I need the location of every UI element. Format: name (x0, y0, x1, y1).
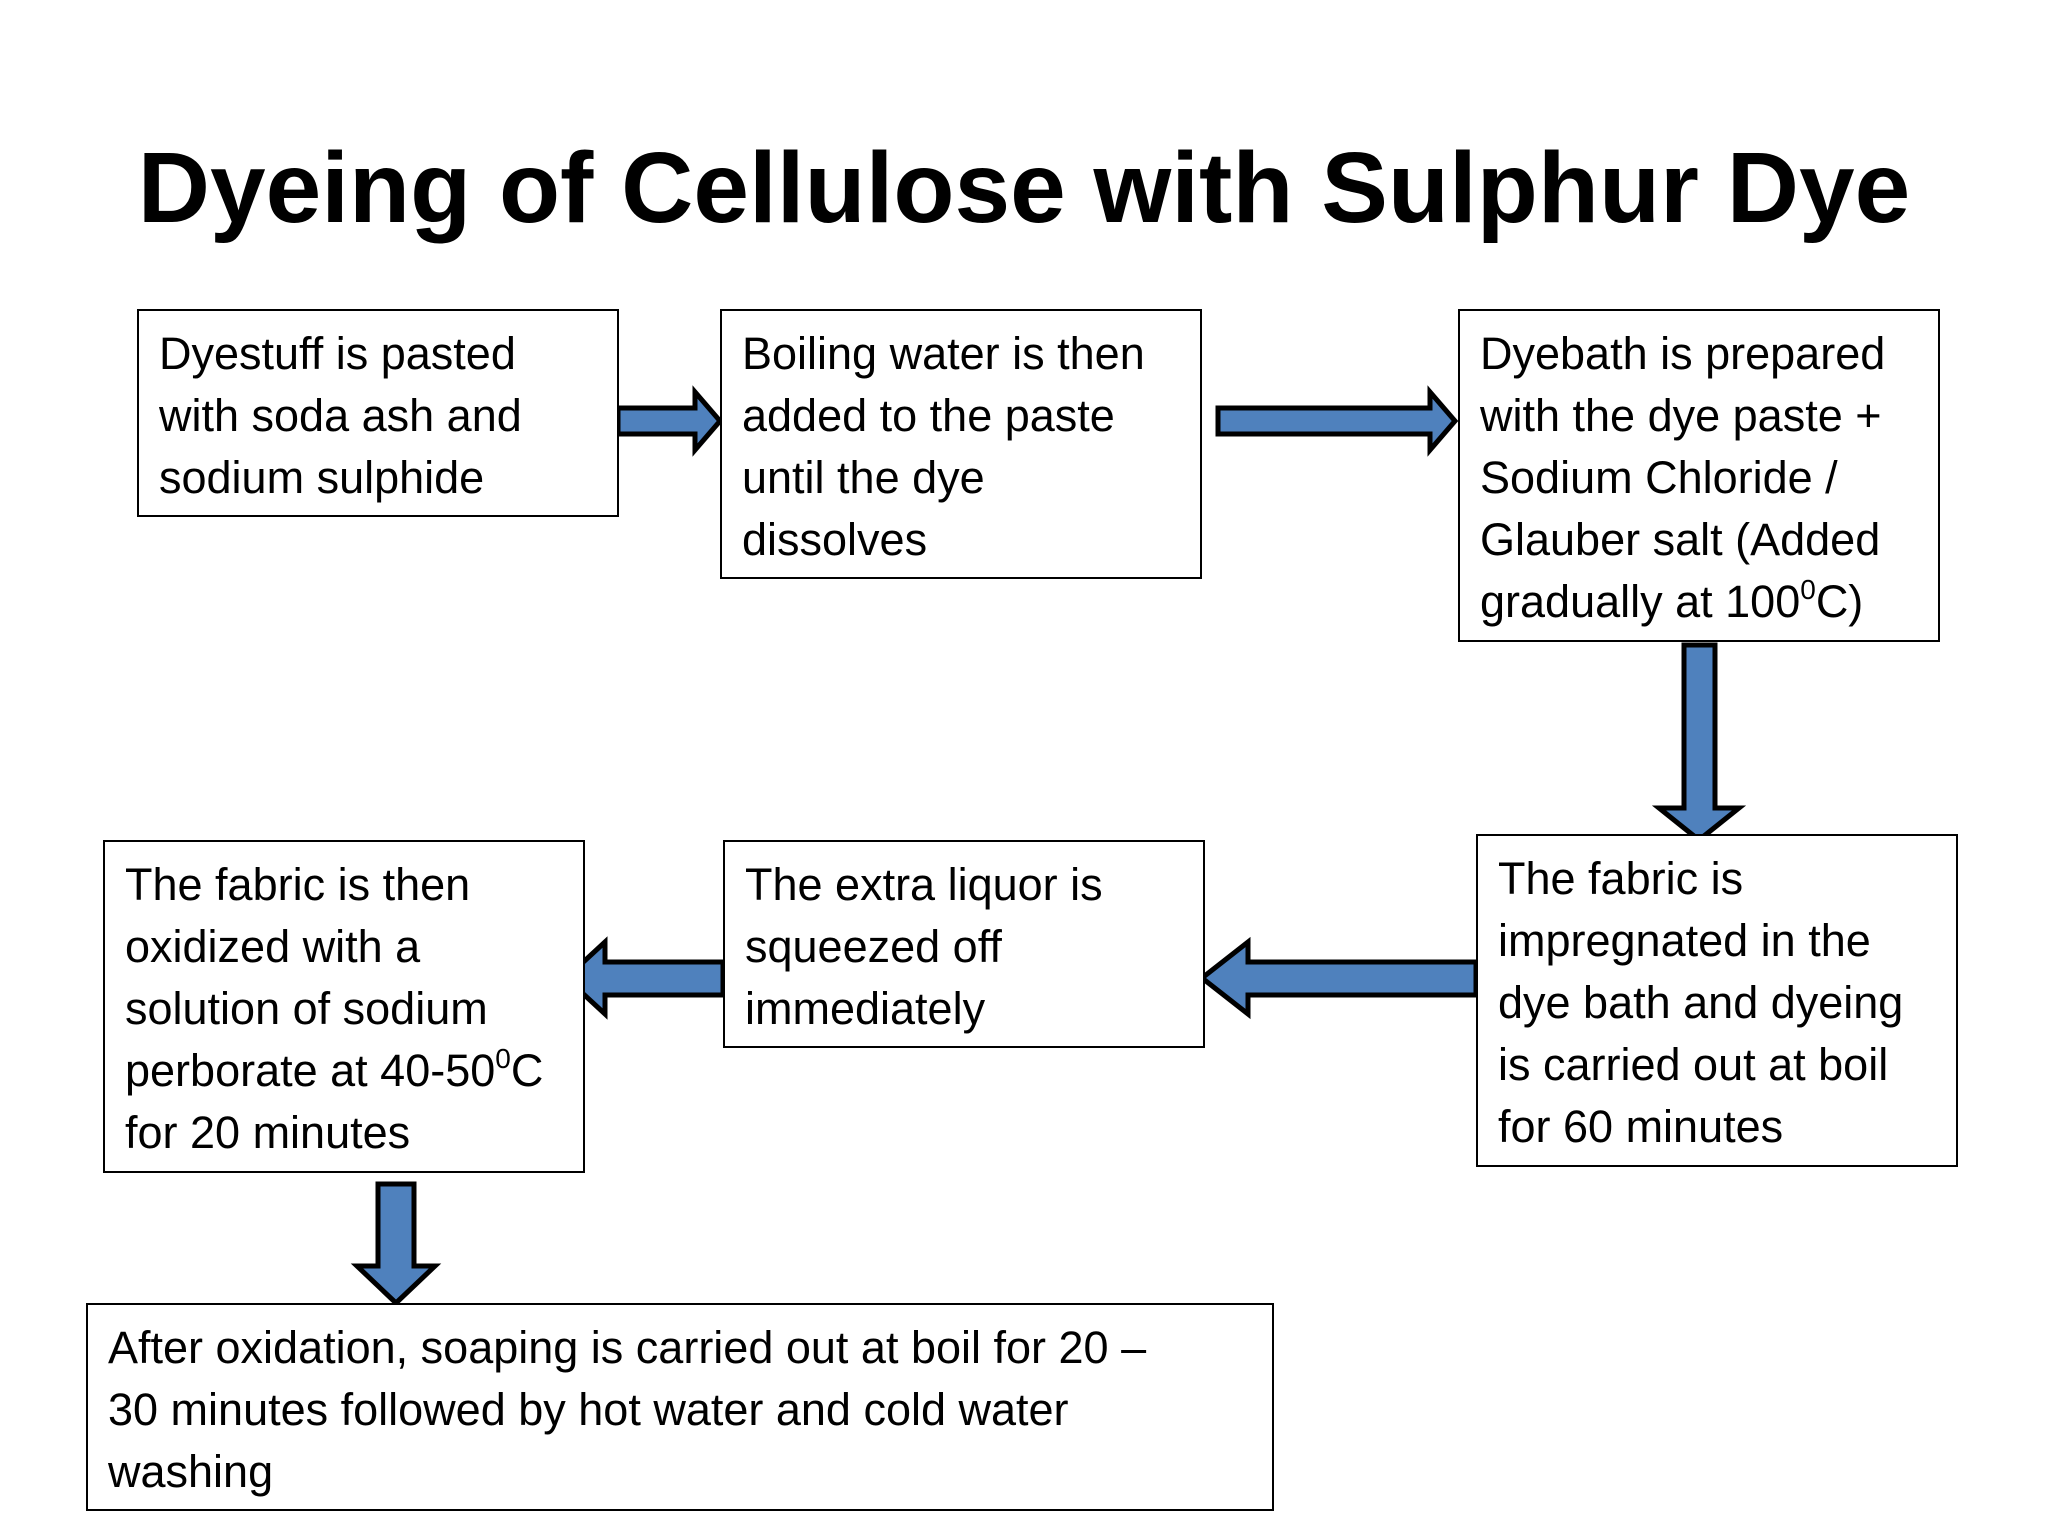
diagram-title: Dyeing of Cellulose with Sulphur Dye (137, 132, 1911, 244)
step-6-line: for 20 minutes (125, 1107, 411, 1158)
degree-superscript: 0 (495, 1043, 511, 1074)
step-3-line: with the dye paste + (1480, 390, 1882, 441)
step-5-line: The extra liquor is (745, 859, 1103, 910)
step-6-line: oxidized with a (125, 921, 421, 972)
step-6-line: The fabric is then (125, 859, 471, 910)
step-7-line: 30 minutes followed by hot water and col… (108, 1384, 1069, 1435)
step-box-5: The extra liquor is squeezed off immedia… (723, 840, 1205, 1048)
arrow-down-step6-to-step7 (350, 1181, 442, 1307)
step-4-line: is carried out at boil (1498, 1039, 1889, 1090)
step-4-line: The fabric is (1498, 853, 1744, 904)
step-5-line: immediately (745, 983, 986, 1034)
step-6-line: solution of sodium (125, 983, 488, 1034)
degree-superscript: 0 (1800, 574, 1816, 605)
arrow-right-step2-to-step3 (1215, 385, 1459, 457)
step-5-line: squeezed off (745, 921, 1002, 972)
step-1-line: sodium sulphide (159, 452, 485, 503)
step-4-line: impregnated in the (1498, 915, 1871, 966)
step-3-line: Glauber salt (Added (1480, 514, 1881, 565)
step-7-line: After oxidation, soaping is carried out … (108, 1322, 1147, 1373)
step-7-line: washing (108, 1446, 274, 1497)
step-box-3: Dyebath is prepared with the dye paste +… (1458, 309, 1940, 642)
step-box-4: The fabric is impregnated in the dye bat… (1476, 834, 1958, 1167)
step-2-line: Boiling water is then (742, 328, 1145, 379)
step-box-6: The fabric is then oxidized with a solut… (103, 840, 585, 1173)
arrow-right-step1-to-step2 (615, 385, 724, 457)
step-box-2: Boiling water is then added to the paste… (720, 309, 1202, 579)
step-box-1: Dyestuff is pasted with soda ash and sod… (137, 309, 619, 517)
step-3-line: Dyebath is prepared (1480, 328, 1886, 379)
step-3-line: Sodium Chloride / (1480, 452, 1838, 503)
step-3-line-temperature: gradually at 1000C) (1480, 574, 1864, 628)
step-4-line: dye bath and dyeing (1498, 977, 1904, 1028)
step-1-line: Dyestuff is pasted (159, 328, 516, 379)
step-2-line: dissolves (742, 514, 928, 565)
step-1-line: with soda ash and (159, 390, 522, 441)
arrow-down-step3-to-step4 (1651, 642, 1747, 844)
step-6-line-temperature: perborate at 40-500C (125, 1043, 544, 1097)
arrow-left-step5-to-step6 (562, 936, 726, 1020)
step-4-line: for 60 minutes (1498, 1101, 1784, 1152)
step-2-line: added to the paste (742, 390, 1115, 441)
step-box-7: After oxidation, soaping is carried out … (86, 1303, 1274, 1511)
arrow-left-step4-to-step5 (1197, 936, 1479, 1020)
step-2-line: until the dye (742, 452, 985, 503)
